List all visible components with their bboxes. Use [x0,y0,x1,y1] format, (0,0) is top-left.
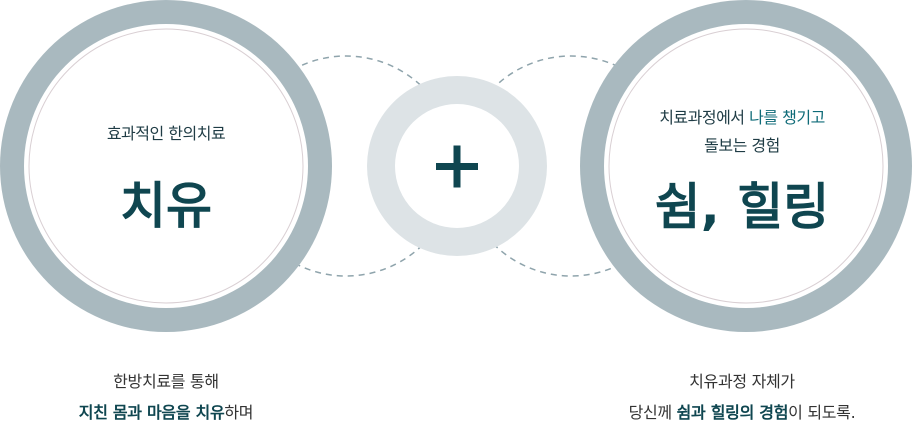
right-caption-line1: 치유과정 자체가 [689,372,795,391]
right-ring-thin-border [608,28,884,304]
right-subtitle-line1: 치료과정에서 나를 챙기고 [592,104,892,132]
right-caption-bold: 쉼과 힐링의 경험 [676,403,789,422]
right-caption-line2: 당신께 쉼과 힐링의 경험이 되도록. [580,397,904,426]
plus-icon [436,145,478,188]
left-circle-subtitle: 효과적인 한의치료 [106,124,226,143]
left-caption-bold: 지친 몸과 마음을 치유 [78,403,225,422]
right-subtitle-line1-accent: 나를 챙기고 [749,108,825,127]
left-ring-thin-border [28,28,304,304]
right-subtitle-line1-text: 치료과정에서 [659,108,750,127]
right-caption-pre: 당신께 [628,403,677,422]
right-circle-title: 쉼, 힐링 [654,178,830,236]
right-caption: 치유과정 자체가 당신께 쉼과 힐링의 경험이 되도록. [580,366,904,426]
left-circle-title: 치유 [120,177,212,235]
right-circle-subtitle: 치료과정에서 나를 챙기고 돌보는 경험 [592,104,892,160]
left-caption: 한방치료를 통해 지친 몸과 마음을 치유하며 [16,366,316,426]
left-caption-line1: 한방치료를 통해 [113,372,219,391]
left-ring-inner [24,24,308,308]
right-subtitle-line2: 돌보는 경험 [704,136,780,155]
right-ring-inner [604,24,888,308]
left-caption-line2: 지친 몸과 마음을 치유하며 [16,397,316,426]
right-caption-rest: 이 되도록. [788,403,856,422]
left-caption-rest: 하며 [224,403,254,422]
